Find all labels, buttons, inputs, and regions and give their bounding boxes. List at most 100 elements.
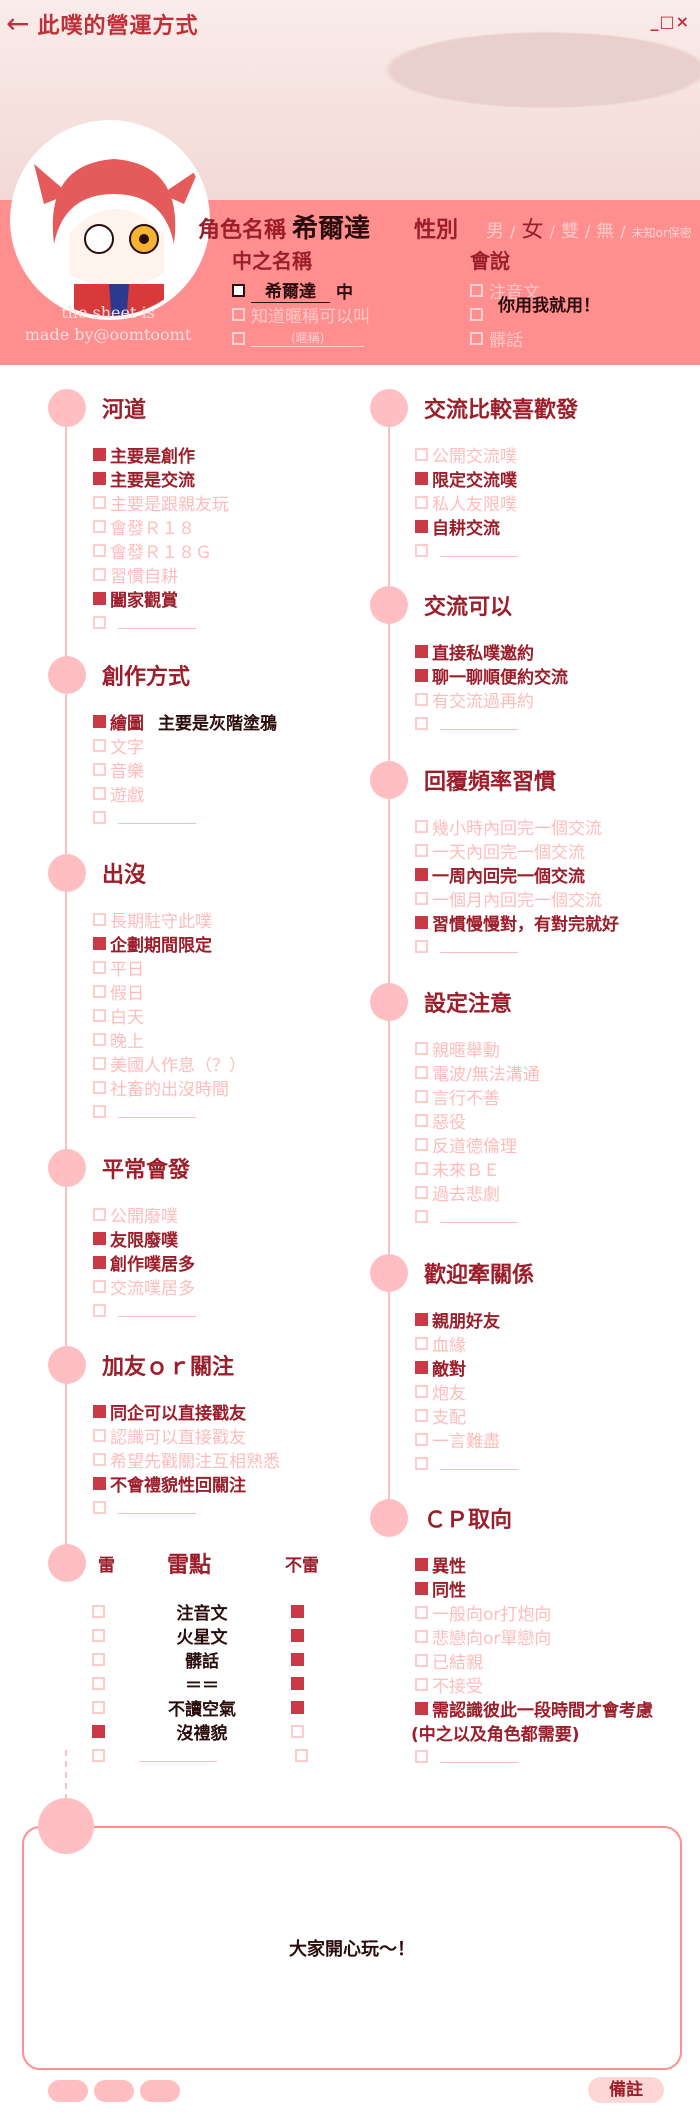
checkbox-unchecked[interactable] (415, 1161, 428, 1175)
checkbox-unchecked[interactable] (93, 615, 106, 629)
checkbox-unchecked[interactable] (415, 1605, 428, 1619)
option-item[interactable]: 炮友 (415, 1379, 534, 1404)
option-item[interactable]: 異性 (415, 1552, 653, 1577)
mine-checkbox-unchecked[interactable] (92, 1628, 105, 1642)
mine-checkbox-unchecked[interactable] (92, 1700, 105, 1714)
option-item[interactable]: 闔家觀賞 (93, 586, 229, 611)
option-item[interactable]: 一天內回完一個交流 (415, 838, 619, 863)
checkbox-unchecked[interactable] (93, 810, 106, 824)
blank-line[interactable] (440, 1209, 518, 1223)
checkbox-checked[interactable] (93, 1255, 106, 1269)
checkbox-checked[interactable] (93, 1476, 106, 1490)
checkbox-unchecked[interactable] (415, 447, 428, 461)
checkbox-unchecked[interactable] (93, 1452, 106, 1466)
window-controls[interactable]: _□× (650, 12, 690, 31)
checkbox-unchecked[interactable] (415, 1041, 428, 1055)
blank-line[interactable] (118, 615, 196, 629)
option-item[interactable]: 自耕交流 (415, 514, 578, 539)
option-item[interactable]: 會發Ｒ１８Ｇ (93, 538, 229, 563)
checkbox-unchecked[interactable] (415, 692, 428, 706)
checkbox-unchecked[interactable] (93, 738, 106, 752)
checkbox-checked[interactable] (415, 471, 428, 485)
mine-checkbox-unchecked[interactable] (92, 1748, 105, 1762)
checkbox-checked[interactable] (415, 1312, 428, 1326)
checkbox-unchecked[interactable] (93, 1104, 106, 1118)
gender-option-unknown[interactable]: 未知or保密 (631, 226, 692, 240)
option-blank[interactable] (415, 1451, 534, 1475)
option-item[interactable]: 言行不善 (415, 1084, 540, 1109)
option-item[interactable]: 創作噗居多 (93, 1250, 196, 1275)
option-blank[interactable] (415, 538, 578, 562)
option-blank[interactable] (93, 1099, 246, 1123)
checkbox-checked[interactable] (415, 1581, 428, 1595)
mine-checkbox-unchecked[interactable] (92, 1652, 105, 1666)
mine-checkbox-checked[interactable] (92, 1724, 105, 1738)
option-item[interactable]: 習慣自耕 (93, 562, 229, 587)
option-item[interactable]: 惡役 (415, 1108, 540, 1133)
ok-checkbox-checked[interactable] (291, 1652, 304, 1666)
option-item[interactable]: 反道德倫理 (415, 1132, 540, 1157)
gender-option-none[interactable]: 無 (596, 221, 615, 242)
option-item[interactable]: 親朋好友 (415, 1307, 534, 1332)
option-item[interactable]: 已結親 (415, 1648, 653, 1673)
checkbox-checked[interactable] (93, 1404, 106, 1418)
option-item[interactable]: 公開廢噗 (93, 1202, 196, 1227)
blank-line[interactable] (139, 1748, 217, 1762)
option-item[interactable]: 幾小時內回完一個交流 (415, 814, 619, 839)
checkbox-unchecked[interactable] (93, 543, 106, 557)
option-item[interactable]: 一周內回完一個交流 (415, 862, 619, 887)
option-item[interactable]: 主要是創作 (93, 442, 229, 467)
gender-option-male[interactable]: 男 (486, 221, 505, 242)
option-item[interactable]: 不接受 (415, 1672, 653, 1697)
option-item[interactable]: 會發Ｒ１８ (93, 514, 229, 539)
checkbox-unchecked[interactable] (93, 1428, 106, 1442)
checkbox-unchecked[interactable] (93, 786, 106, 800)
option-item[interactable]: 美國人作息（？） (93, 1051, 246, 1076)
checkbox-unchecked[interactable] (93, 960, 106, 974)
blank-line[interactable] (440, 716, 518, 730)
checkbox-unchecked[interactable] (93, 984, 106, 998)
checkbox-unchecked[interactable] (415, 1432, 428, 1446)
checkbox-unchecked[interactable] (93, 495, 106, 509)
checkbox-unchecked[interactable] (93, 1207, 106, 1221)
mine-checkbox-unchecked[interactable] (92, 1604, 105, 1618)
checkbox-unchecked[interactable] (415, 819, 428, 833)
option-item[interactable]: 電波/無法溝通 (415, 1060, 540, 1085)
option-item[interactable]: 主要是跟親友玩 (93, 490, 229, 515)
ok-checkbox-unchecked[interactable] (291, 1724, 304, 1738)
option-item[interactable]: 公開交流噗 (415, 442, 578, 467)
option-item[interactable]: 遊戲 (93, 781, 277, 806)
option-item[interactable]: 認識可以直接戳友 (93, 1423, 280, 1448)
checkbox-unchecked[interactable] (415, 543, 428, 557)
checkbox-unchecked[interactable] (415, 939, 428, 953)
option-blank[interactable] (415, 711, 568, 735)
ok-checkbox-checked[interactable] (291, 1676, 304, 1690)
option-item[interactable]: 私人友限噗 (415, 490, 578, 515)
option-item[interactable]: 聊一聊順便約交流 (415, 663, 568, 688)
blank-line[interactable] (440, 939, 518, 953)
checkbox-unchecked[interactable] (415, 1336, 428, 1350)
option-blank[interactable] (415, 934, 619, 958)
blank-line[interactable] (118, 1303, 196, 1317)
gender-option-female[interactable]: 女 (521, 218, 544, 243)
checkbox-unchecked[interactable] (415, 716, 428, 730)
inner-name-checkbox[interactable] (232, 283, 245, 297)
option-item[interactable]: 有交流過再約 (415, 687, 568, 712)
checkbox-unchecked[interactable] (415, 1456, 428, 1470)
option-item[interactable]: 交流噗居多 (93, 1274, 196, 1299)
ok-checkbox-unchecked[interactable] (295, 1748, 308, 1762)
gender-option-both[interactable]: 雙 (560, 221, 579, 242)
option-item[interactable]: 限定交流噗 (415, 466, 578, 491)
option-item[interactable]: 親暱舉動 (415, 1036, 540, 1061)
checkbox-checked[interactable] (93, 591, 106, 605)
option-item[interactable]: 企劃期間限定 (93, 931, 246, 956)
option-item[interactable]: 友限廢噗 (93, 1226, 196, 1251)
checkbox-checked[interactable] (415, 867, 428, 881)
checkbox-checked[interactable] (415, 644, 428, 658)
option-item[interactable]: 血緣 (415, 1331, 534, 1356)
blank-line[interactable] (440, 1749, 518, 1763)
checkbox-unchecked[interactable] (415, 1209, 428, 1223)
checkbox-checked[interactable] (415, 519, 428, 533)
option-item[interactable]: 過去悲劇 (415, 1180, 540, 1205)
option-item[interactable]: 支配 (415, 1403, 534, 1428)
